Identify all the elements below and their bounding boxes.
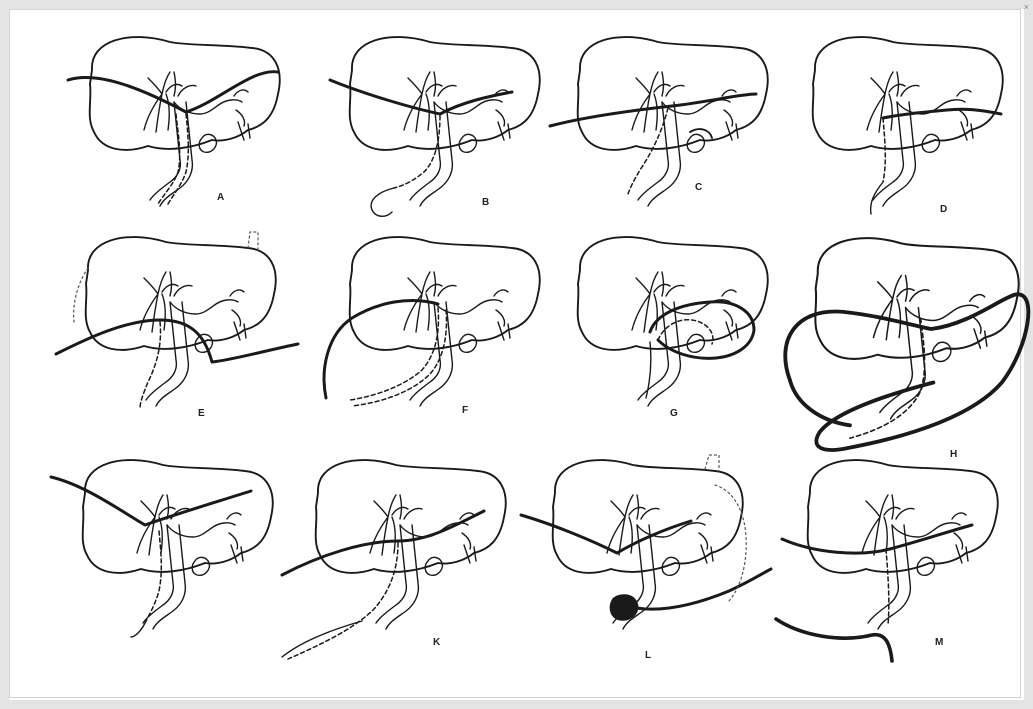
panel-label: L <box>645 650 651 661</box>
tube-path <box>521 515 691 553</box>
portal-vessels <box>906 295 987 349</box>
panel-f: F <box>312 222 562 437</box>
tube-path <box>886 549 889 625</box>
panel-label: D <box>940 204 947 215</box>
tube-path <box>51 477 251 525</box>
panel-label: A <box>217 192 224 203</box>
liver-drawing <box>45 445 295 660</box>
panel-d: D <box>775 22 1025 237</box>
liver-drawing <box>775 22 1025 237</box>
liver-drawing <box>48 222 298 437</box>
tube-path <box>623 569 771 609</box>
tube-path <box>282 511 484 575</box>
bile-duct <box>638 102 680 206</box>
tube-path <box>776 619 892 661</box>
panel-a: A <box>52 22 302 237</box>
panel-label: F <box>462 405 468 416</box>
portal-vessels <box>170 290 246 340</box>
liver-drawing <box>52 22 302 237</box>
liver-outline <box>83 460 273 573</box>
liver-drawing <box>540 222 790 437</box>
liver-outline <box>815 238 1018 359</box>
panel-h: H <box>775 222 1025 437</box>
liver-drawing <box>770 445 1020 660</box>
liver-outline <box>578 37 768 150</box>
panel-e: E <box>48 222 298 437</box>
bile-duct <box>873 102 915 206</box>
panel-g: G <box>540 222 790 437</box>
liver-drawing <box>540 22 790 237</box>
tube-path <box>352 310 446 406</box>
panel-m: M <box>770 445 1020 660</box>
tube-path <box>782 525 972 553</box>
bile-duct <box>146 302 188 406</box>
portal-vessels <box>167 513 243 563</box>
panel-label: K <box>433 637 440 648</box>
tube-path <box>883 109 1001 118</box>
panel-c: C <box>540 22 790 237</box>
corner-mark: × <box>1024 2 1029 12</box>
liver-outline <box>86 237 276 350</box>
liver-outline <box>350 237 540 350</box>
liver-drawing <box>312 22 562 237</box>
tube-path <box>790 380 850 425</box>
tube-path <box>371 188 394 216</box>
panel-label: C <box>695 182 702 193</box>
tube-path <box>56 320 298 362</box>
tube-path <box>131 623 145 637</box>
tube-path <box>145 531 161 623</box>
tube-path <box>871 182 883 214</box>
tumor-mass <box>610 595 637 620</box>
liver-outline <box>808 460 998 573</box>
liver-outline <box>553 460 743 573</box>
panel-l: L <box>515 445 765 660</box>
tube-path <box>282 621 362 657</box>
panel-b: B <box>312 22 562 237</box>
tube-path <box>646 342 651 398</box>
panel-label: E <box>198 408 205 419</box>
tube-path <box>288 543 398 659</box>
liver-drawing <box>775 222 1033 452</box>
tube-path <box>705 455 746 601</box>
tube-path <box>883 118 885 182</box>
liver-drawing <box>312 222 562 437</box>
liver-outline <box>578 237 768 350</box>
portal-vessels <box>434 90 510 140</box>
panel-label: B <box>482 197 489 208</box>
panel-label: G <box>670 408 678 419</box>
panel-label: M <box>935 637 943 648</box>
panel-ij <box>45 445 295 660</box>
liver-outline <box>813 37 1003 150</box>
liver-drawing <box>515 445 765 660</box>
liver-outline <box>316 460 506 573</box>
tube-path <box>628 108 668 194</box>
portal-vessels <box>662 290 738 340</box>
bile-duct <box>410 102 452 206</box>
liver-outline <box>90 37 280 150</box>
panel-k: K <box>278 445 528 660</box>
liver-drawing <box>278 445 528 660</box>
tube-path <box>68 72 278 112</box>
